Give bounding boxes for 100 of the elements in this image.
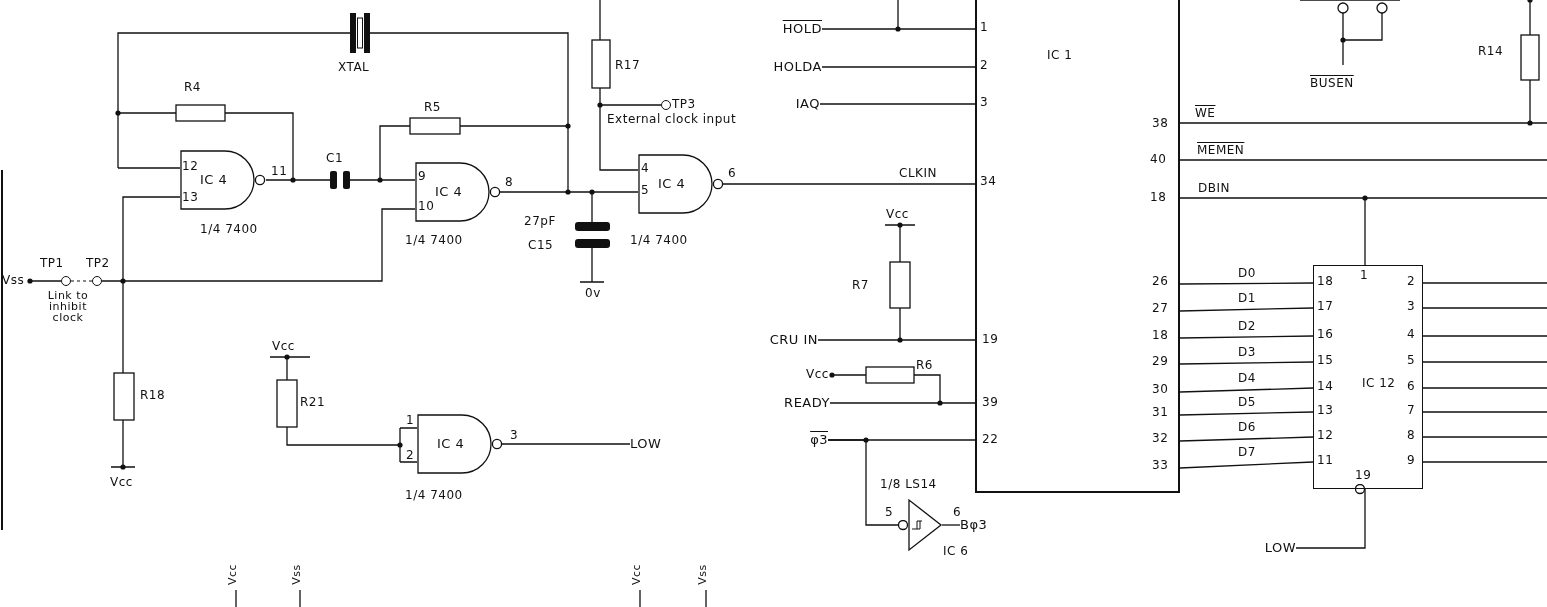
- pin-number: 3: [1407, 299, 1416, 314]
- signal-label: HOLD: [782, 21, 822, 36]
- supply-label: Vcc: [272, 339, 295, 354]
- pin-number: 26: [1152, 274, 1169, 289]
- inverter-symbol: [908, 498, 942, 552]
- wire: [821, 66, 976, 68]
- part-number: 1/4 7400: [630, 233, 688, 248]
- pin-number: 13: [182, 190, 199, 205]
- wire: [122, 196, 416, 282]
- note-text: Link to inhibit clock: [46, 290, 90, 323]
- pin-number: 16: [1317, 327, 1334, 342]
- pin-number: 33: [1152, 458, 1169, 473]
- signal-label: WE: [1195, 106, 1216, 121]
- signal-label: HOLDA: [773, 59, 822, 74]
- part-number: 1/8 LS14: [880, 477, 937, 492]
- wire: [1179, 436, 1314, 442]
- wire: [1179, 197, 1366, 266]
- pin-number: 4: [1407, 327, 1416, 342]
- pin-number: 9: [1407, 453, 1416, 468]
- pin-number: 38: [1152, 116, 1169, 131]
- component-label: R14: [1478, 44, 1504, 59]
- signal-label: LOW: [1264, 540, 1296, 555]
- pin-number: 11: [1317, 453, 1334, 468]
- wire: [829, 402, 976, 404]
- pin-number: 1: [980, 20, 989, 35]
- pin-number: 39: [982, 395, 999, 410]
- supply-label: 0v: [585, 286, 601, 301]
- wire: [821, 28, 976, 30]
- wire: [1179, 282, 1314, 285]
- pin-number: 14: [1317, 379, 1334, 394]
- pin-number: 12: [1317, 428, 1334, 443]
- component-label: R17: [615, 58, 641, 73]
- component-label: R21: [300, 395, 326, 410]
- pin-number: 22: [982, 432, 999, 447]
- component-label: C1: [326, 151, 343, 166]
- signal-label: CRU IN: [769, 332, 818, 347]
- wire: [1179, 461, 1314, 469]
- part-number: 1/4 7400: [405, 233, 463, 248]
- component-label: C15: [528, 238, 554, 253]
- gate-label: IC 4: [435, 184, 463, 199]
- pin-number: 18: [1150, 190, 1167, 205]
- gate-label: IC 4: [658, 176, 686, 191]
- pin-number: 29: [1152, 354, 1169, 369]
- pin-number: 13: [1317, 403, 1334, 418]
- pin-number: 9: [418, 169, 427, 184]
- component-label: TP3: [672, 97, 696, 112]
- signal-label: MEMEN: [1197, 143, 1245, 158]
- wire: [1179, 307, 1314, 312]
- pin-number: 5: [885, 505, 894, 520]
- wire: [817, 339, 976, 341]
- supply-label: Vcc: [629, 563, 645, 586]
- wire: [941, 524, 961, 526]
- signal-label: READY: [784, 395, 830, 410]
- part-number: IC 6: [943, 544, 969, 559]
- pin-number: 11: [271, 164, 288, 179]
- pin-number: 2: [1407, 274, 1416, 289]
- pin-number: 15: [1317, 353, 1334, 368]
- part-number: 1/4 7400: [405, 488, 463, 503]
- pin-number: 19: [1355, 468, 1372, 483]
- component-label: R5: [424, 100, 441, 115]
- pin-number: 8: [505, 175, 514, 190]
- pin-number: 18: [1152, 328, 1169, 343]
- pin-number: 18: [1317, 274, 1334, 289]
- component-label: XTAL: [338, 60, 370, 75]
- supply-label: Vcc: [225, 563, 241, 586]
- pin-number: 2: [406, 448, 415, 463]
- pin-number: 6: [728, 166, 737, 181]
- component-label: R4: [184, 80, 201, 95]
- pin-number: 8: [1407, 428, 1416, 443]
- signal-label: φ3: [810, 432, 828, 447]
- pin-number: 4: [641, 161, 650, 176]
- supply-label: Vss: [2, 273, 25, 288]
- ic-label: IC 1: [1047, 48, 1073, 63]
- supply-label: Vss: [694, 564, 710, 585]
- note-text: External clock input: [607, 112, 737, 127]
- component-label: R7: [852, 278, 869, 293]
- pin-number: 27: [1152, 301, 1169, 316]
- supply-label: Vcc: [806, 367, 829, 382]
- pin-number: 32: [1152, 431, 1169, 446]
- ic-box: [1313, 265, 1423, 489]
- pin-number: 34: [980, 174, 997, 189]
- wire: [722, 183, 976, 185]
- wire: [1179, 335, 1314, 339]
- component-label: R18: [140, 388, 166, 403]
- pin-number: 12: [182, 159, 199, 174]
- supply-label: Vcc: [886, 207, 909, 222]
- signal-label: IAQ: [795, 96, 820, 111]
- pin-number: 3: [510, 428, 519, 443]
- gate-label: IC 4: [437, 436, 465, 451]
- pin-number: 17: [1317, 299, 1334, 314]
- pin-number: 2: [980, 58, 989, 73]
- component-label: TP1: [40, 256, 64, 271]
- ic-box: [975, 0, 1180, 493]
- wire: [1179, 361, 1314, 365]
- wire: [819, 103, 976, 105]
- pin-number: 5: [641, 183, 650, 198]
- supply-label: Vss: [288, 564, 304, 585]
- component-label: R6: [916, 358, 933, 373]
- component-label: 27pF: [524, 214, 556, 229]
- gate-label: IC 4: [200, 172, 228, 187]
